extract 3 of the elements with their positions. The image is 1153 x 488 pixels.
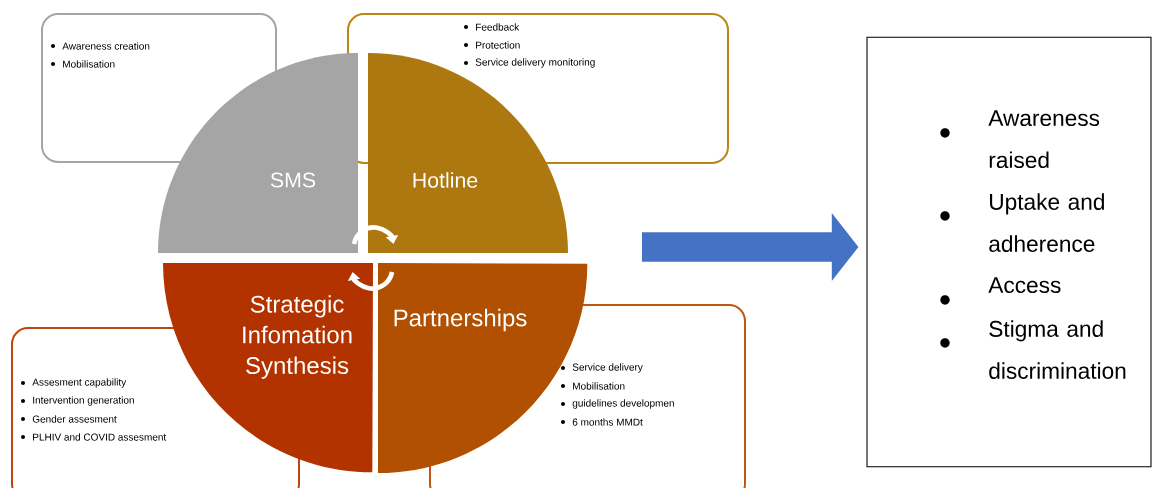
curved-arrow — [347, 271, 395, 291]
outcome-box: Awareness raised Uptake and adherence Access Stigma and discrimination — [866, 36, 1152, 468]
quadrant: SMS — [158, 53, 358, 253]
